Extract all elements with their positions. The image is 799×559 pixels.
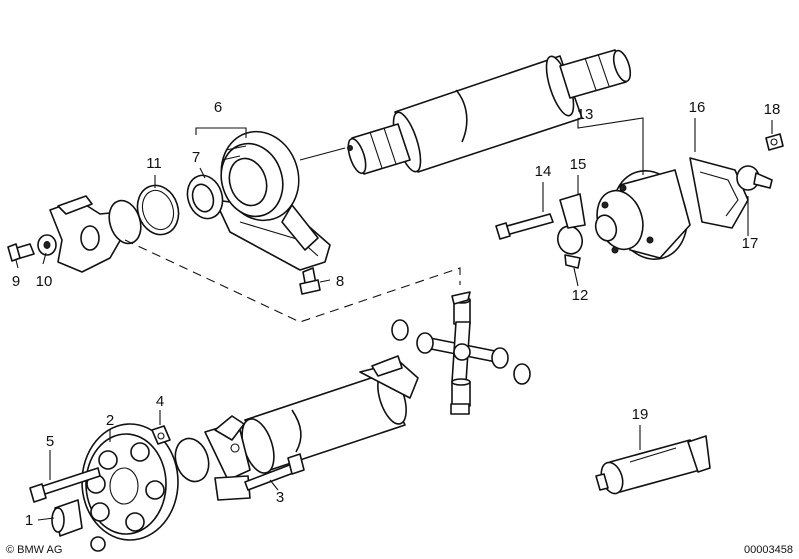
callout-6: 6	[214, 99, 222, 116]
rear-shaft-tube	[299, 49, 632, 175]
callout-14: 14	[535, 163, 552, 180]
callout-1: 1	[25, 512, 33, 529]
callout-3: 3	[276, 489, 284, 506]
universal-joint-spider	[391, 291, 531, 415]
fasteners	[29, 425, 305, 552]
callout-labels: 1 2 3 4 5 6 7 8 9 10 11 12 13 14 15 16 1…	[12, 99, 781, 529]
callout-9: 9	[12, 273, 20, 290]
flex-disc-coupling	[81, 423, 179, 541]
callout-4: 4	[156, 393, 164, 410]
callout-10: 10	[36, 273, 53, 290]
callout-5: 5	[46, 433, 54, 450]
callout-19: 19	[632, 406, 649, 423]
callout-16: 16	[689, 99, 706, 116]
callout-13: 13	[577, 106, 594, 123]
image-code: 00003458	[744, 544, 793, 556]
callout-15: 15	[570, 156, 587, 173]
callout-12: 12	[572, 287, 589, 304]
copyright-text: © BMW AG	[6, 544, 62, 556]
leader-lines	[15, 117, 773, 521]
vibration-damper-assembly	[495, 133, 784, 269]
front-shaft-tube	[174, 355, 419, 501]
callout-11: 11	[146, 155, 162, 172]
callout-18: 18	[764, 101, 781, 118]
callout-2: 2	[106, 412, 114, 429]
callout-8: 8	[336, 273, 344, 290]
assembly-line	[124, 239, 461, 323]
centre-bearing-assembly	[186, 130, 331, 295]
callout-7: 7	[192, 149, 200, 166]
grease-tube	[595, 435, 711, 495]
flange-yoke	[7, 195, 142, 273]
callout-17: 17	[742, 235, 759, 252]
